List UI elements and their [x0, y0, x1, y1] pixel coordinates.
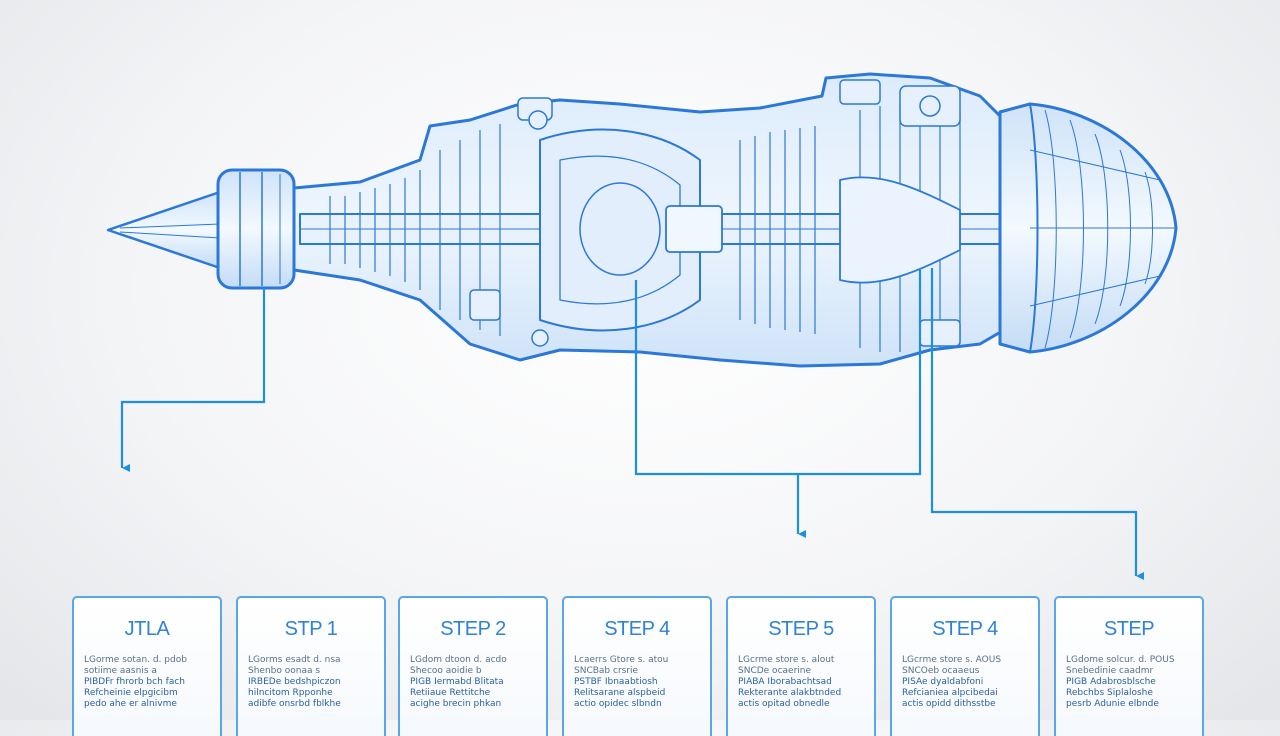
step-card: STEP LGdome solcur. d. POUS Snebedinie c… [1054, 596, 1204, 736]
step-card: STP 1 LGorms esadt d. nsa Shenbo oonaa s… [236, 596, 386, 736]
step-card-text: LGcrme store s. alout SNCDe ocaerine PIA… [738, 655, 866, 710]
callout-line-exhaust [930, 268, 1144, 580]
step-card-line: SNCDe ocaerine [738, 666, 812, 676]
step-card-title: JTLA [124, 618, 170, 640]
step-card: STEP 4 Lcaerrs Gtore s. atou SNCBab crsr… [562, 596, 712, 736]
step-card-text: LGcrme store s. AOUS SNCOeb ocaaeus PISA… [902, 655, 1030, 710]
step-card: STEP 4 LGcrme store s. AOUS SNCOeb ocaae… [890, 596, 1040, 736]
step-card: JTLA LGorme sotan. d. pdob sotiime aasni… [72, 596, 222, 736]
step-card-line: Lcaerrs Gtore s. atou [574, 655, 669, 665]
step-card-line: LGorms esadt d. nsa [248, 655, 341, 665]
step-card-title: STEP 4 [604, 618, 670, 640]
step-card-text: LGdom dtoon d. acdo Shecoo aoidie b PIGB… [410, 655, 538, 710]
step-card-line: Retiiaue Rettitche [410, 688, 491, 698]
engine-diagram [106, 72, 1178, 580]
step-card-text: LGorms esadt d. nsa Shenbo oonaa s IRBED… [248, 655, 376, 710]
step-card-line: Refcianiea alpcibedai [902, 688, 998, 698]
step-card-line: acighe brecin phkan [410, 699, 502, 709]
step-card-line: Rekterante alakbtnded [738, 688, 842, 698]
step-card-line: PIGB Adabrosblsche [1066, 677, 1156, 687]
step-card-line: LGdom dtoon d. acdo [410, 655, 507, 665]
step-card-line: PISAe dyaldabfoni [902, 677, 984, 687]
inlet-ring [216, 168, 296, 290]
step-card-line: pedo ahe er alnivme [84, 699, 177, 709]
step-card-title: STEP 5 [768, 618, 834, 640]
step-card-line: IRBEDe bedshpiczon [248, 677, 341, 687]
step-card-line: SNCBab crsrie [574, 666, 639, 676]
step-card-line: sotiime aasnis a [84, 666, 157, 676]
step-card-text: LGorme sotan. d. pdob sotiime aasnis a P… [84, 655, 212, 710]
callout-line-combustor [634, 270, 922, 476]
step-card-line: LGorme sotan. d. pdob [84, 655, 187, 665]
step-card-line: PIGB Iermabd Blitata [410, 677, 504, 687]
step-card-line: SNCOeb ocaaeus [902, 666, 980, 676]
step-card-title: STP 1 [284, 618, 338, 640]
step-card-line: Refcheinie elpgicibm [84, 688, 178, 698]
step-card-line: hilncitom Rpponhe [248, 688, 333, 698]
combustor [539, 128, 701, 332]
step-card-line: Shecoo aoidie b [410, 666, 482, 676]
step-card-line: PIABA Iborabachtsad [738, 677, 832, 687]
spinner-cone [106, 190, 222, 270]
step-card-line: actio opidec slbndn [574, 699, 662, 709]
step-card-line: actis opitad obnedle [738, 699, 830, 709]
step-card-text: Lcaerrs Gtore s. atou SNCBab crsrie PSTB… [574, 655, 702, 710]
step-card-line: pesrb Adunie elbnde [1066, 699, 1159, 709]
step-card-line: LGcrme store s. alout [738, 655, 835, 665]
accessory-gearbox [469, 79, 961, 347]
step-card-line: PIBDFr fhrorb bch fach [84, 677, 185, 687]
callout-lines [120, 268, 1144, 580]
step-card-line: adibfe onsrbd fblkhe [248, 699, 341, 709]
step-card-title: STEP 4 [932, 618, 998, 640]
jet-engine [106, 72, 1178, 368]
callout-line-inlet [120, 288, 266, 472]
step-card-line: Shenbo oonaa s [248, 666, 321, 676]
step-card-line: LGcrme store s. AOUS [902, 655, 1002, 665]
step-card: STEP 2 LGdom dtoon d. acdo Shecoo aoidie… [398, 596, 548, 736]
step-card-line: PSTBF Ibnaabtiosh [574, 677, 658, 687]
step-card-line: actis opidd dithsstbe [902, 699, 996, 709]
step-card-line: Snebedinie caadmr [1066, 666, 1154, 676]
step-card-title: STEP [1103, 618, 1155, 640]
step-card-text: LGdome solcur. d. POUS Snebedinie caadmr… [1066, 655, 1194, 710]
step-card-line: Rebchbs Siplaloshe [1066, 688, 1153, 698]
step-card: STEP 5 LGcrme store s. alout SNCDe ocaer… [726, 596, 876, 736]
step-card-line: LGdome solcur. d. POUS [1066, 655, 1175, 665]
step-card-line: Relitsarane alspbeid [574, 688, 666, 698]
step-card-title: STEP 2 [440, 618, 506, 640]
